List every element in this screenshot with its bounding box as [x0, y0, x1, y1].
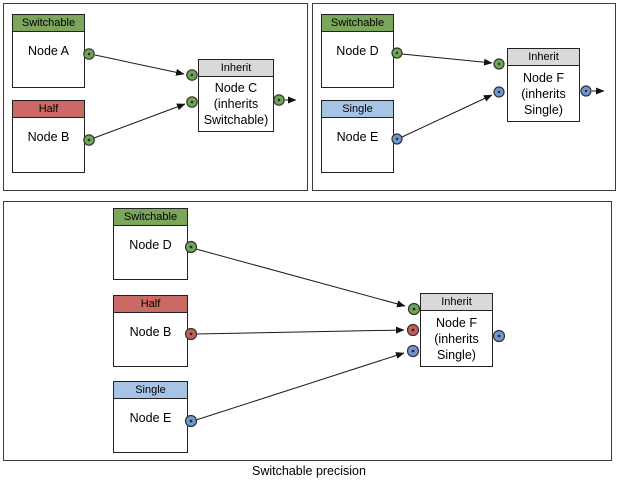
node-f-bottom-precision-header: Inherit	[421, 294, 492, 311]
edge-node-d-bottom-to-node-f	[195, 248, 406, 308]
node-f-bottom-input-port-blue-dot	[411, 349, 415, 353]
node-f-output-port-dot	[584, 89, 588, 93]
node-d-output-port-dot	[395, 51, 399, 55]
edge-node-b-to-node-c	[93, 103, 186, 139]
node-f-input-port-green-dot	[497, 62, 501, 66]
node-f-precision-header: Inherit	[508, 49, 579, 66]
node-a: Switchable Node A	[12, 14, 85, 88]
edge-node-e-to-node-f	[401, 94, 493, 138]
node-d-bottom-title: Node D	[129, 238, 172, 252]
node-b-output-port-dot	[87, 138, 91, 142]
node-b-precision-header: Half	[13, 101, 84, 118]
node-a-output-port-dot	[87, 52, 91, 56]
node-d-bottom-precision-header: Switchable	[114, 209, 187, 226]
node-f-bottom: Inherit Node F (inherits Single)	[420, 293, 493, 367]
node-f: Inherit Node F (inherits Single)	[507, 48, 580, 122]
panel-bottom	[3, 201, 612, 461]
node-e-bottom-precision-header: Single	[114, 382, 187, 399]
node-a-precision-header: Switchable	[13, 15, 84, 32]
node-b-title: Node B	[27, 130, 70, 144]
node-c-input-port-2-dot	[190, 100, 194, 104]
node-f-bottom-output-port-dot	[497, 334, 501, 338]
node-f-bottom-input-port-green-dot	[412, 307, 416, 311]
node-d: Switchable Node D	[321, 14, 394, 88]
node-d-precision-header: Switchable	[322, 15, 393, 32]
node-e-bottom-output-port-dot	[189, 419, 193, 423]
edge-node-e-bottom-to-node-f	[195, 352, 405, 421]
node-b-bottom-title: Node B	[129, 325, 172, 339]
node-c-output-port-dot	[277, 98, 281, 102]
node-c-title: Node C (inherits Switchable)	[203, 81, 269, 127]
node-b-bottom-output-port-dot	[189, 332, 193, 336]
node-b-bottom-precision-header: Half	[114, 296, 187, 313]
diagram-caption: Switchable precision	[252, 464, 366, 478]
edge-node-b-bottom-to-node-f	[195, 326, 405, 335]
node-b: Half Node B	[12, 100, 85, 173]
node-c-precision-header: Inherit	[199, 60, 273, 77]
node-f-bottom-title: Node F (inherits Single)	[434, 315, 479, 362]
node-f-bottom-input-port-red-dot	[411, 328, 415, 332]
node-e-bottom-title: Node E	[129, 411, 172, 425]
node-c-input-port-1-dot	[190, 73, 194, 77]
node-e-precision-header: Single	[322, 101, 393, 118]
node-d-bottom-output-port-dot	[189, 245, 193, 249]
node-d-title: Node D	[336, 44, 379, 58]
node-e-output-port-dot	[395, 137, 399, 141]
node-f-title: Node F (inherits Single)	[521, 70, 566, 117]
node-e: Single Node E	[321, 100, 394, 173]
node-b-bottom: Half Node B	[113, 295, 188, 367]
edge-node-a-to-node-c	[94, 54, 185, 76]
node-e-title: Node E	[336, 130, 379, 144]
node-d-bottom: Switchable Node D	[113, 208, 188, 280]
edge-node-d-to-node-f	[401, 53, 493, 66]
node-c: Inherit Node C (inherits Switchable)	[198, 59, 274, 132]
node-a-title: Node A	[27, 44, 69, 58]
node-e-bottom: Single Node E	[113, 381, 188, 453]
node-f-input-port-blue-dot	[497, 90, 501, 94]
